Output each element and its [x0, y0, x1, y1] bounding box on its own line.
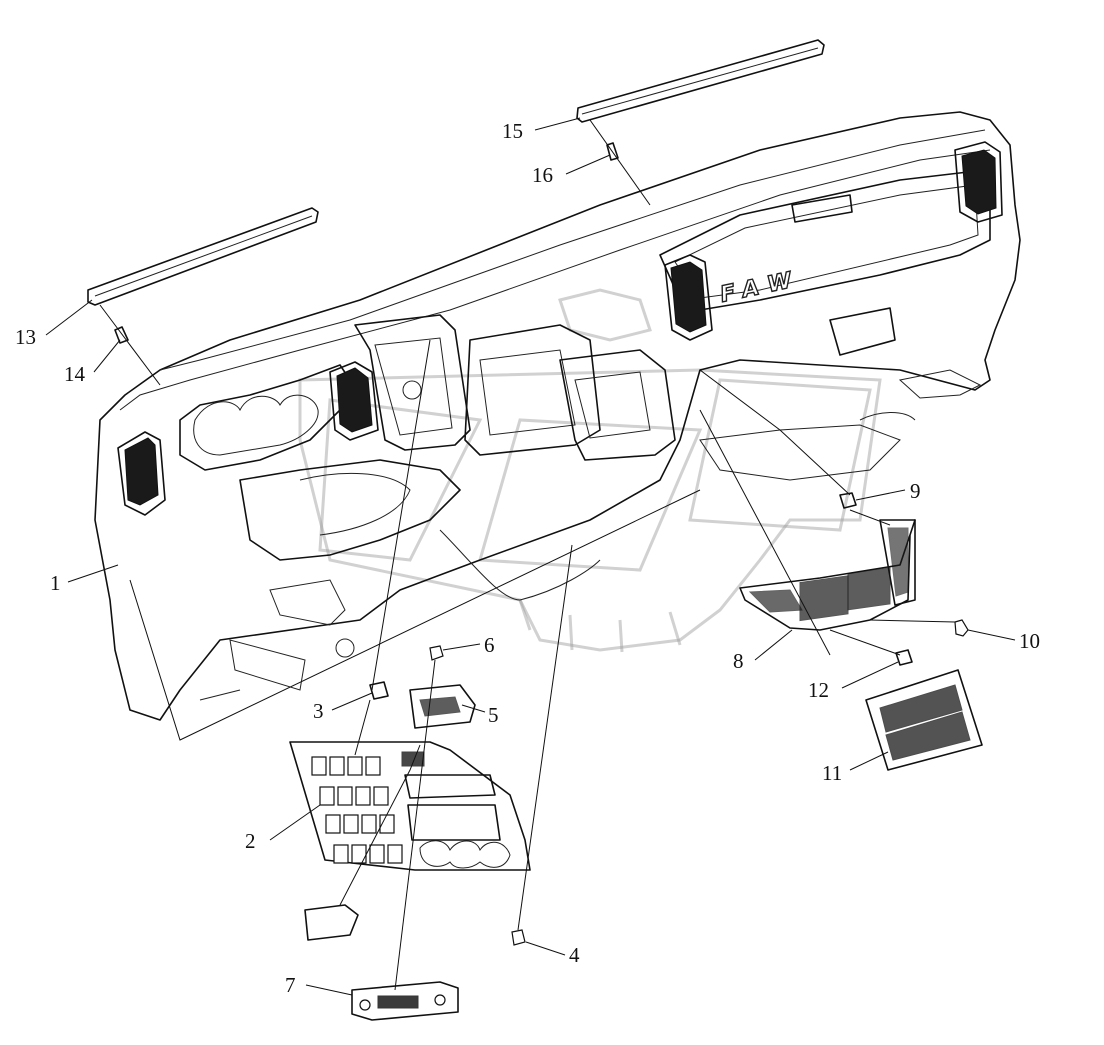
part-8-vent-grille: [739, 519, 916, 631]
switch-bracket: [304, 904, 359, 941]
callout-label: 7: [285, 973, 296, 997]
part-13-top-trim-left: [87, 207, 319, 306]
right-vent: [664, 141, 1003, 341]
left-vent: [117, 431, 166, 516]
callout-7: 7: [285, 973, 353, 997]
callout-label: 12: [808, 678, 829, 702]
part-11-cupholder-bezel: [865, 669, 983, 771]
callout-11: 11: [822, 751, 889, 785]
callout-label: 11: [822, 761, 842, 785]
callout-12: 12: [808, 661, 899, 702]
callout-label: 3: [313, 699, 324, 723]
part-4-screw: [511, 929, 526, 946]
callout-label: 8: [733, 649, 744, 673]
callout-4: 4: [525, 941, 580, 967]
callout-9: 9: [855, 479, 921, 503]
watermark-logo: [298, 288, 882, 653]
callout-label: 14: [64, 362, 86, 386]
callout-6: 6: [442, 633, 495, 657]
center-vent: [329, 361, 379, 441]
callout-label: 6: [484, 633, 495, 657]
callout-16: 16: [532, 154, 611, 187]
assembly-lines: [99, 119, 956, 991]
part-14-clip: [114, 326, 129, 344]
switch-grid: [311, 756, 403, 864]
callout-label: 5: [488, 703, 499, 727]
callout-1: 1: [50, 564, 119, 595]
callout-label: 2: [245, 829, 256, 853]
callout-label: 10: [1019, 629, 1040, 653]
part-15-top-trim-right: [576, 39, 825, 123]
callout-label: 13: [15, 325, 36, 349]
part-10-bolt: [954, 619, 969, 637]
part-2-switch-panel: [289, 741, 531, 871]
callout-8: 8: [733, 629, 793, 673]
part-7-radio-unit: [351, 981, 459, 1021]
callout-15: 15: [502, 117, 581, 143]
part-12-clip: [895, 649, 913, 666]
brand-logo-text: FAW: [718, 266, 804, 308]
part-3-clip: [369, 681, 389, 700]
callout-2: 2: [245, 804, 321, 853]
dashboard-body: [94, 111, 1021, 721]
callout-13: 13: [15, 299, 93, 349]
callout-5: 5: [461, 703, 499, 727]
callout-label: 9: [910, 479, 921, 503]
callout-3: 3: [313, 692, 373, 723]
callout-label: 16: [532, 163, 553, 187]
callout-10: 10: [967, 629, 1040, 653]
callout-label: 15: [502, 119, 523, 143]
part-6-screw: [429, 645, 444, 661]
callout-14: 14: [64, 339, 121, 386]
callout-label: 4: [569, 943, 580, 967]
callout-label: 1: [50, 571, 61, 595]
